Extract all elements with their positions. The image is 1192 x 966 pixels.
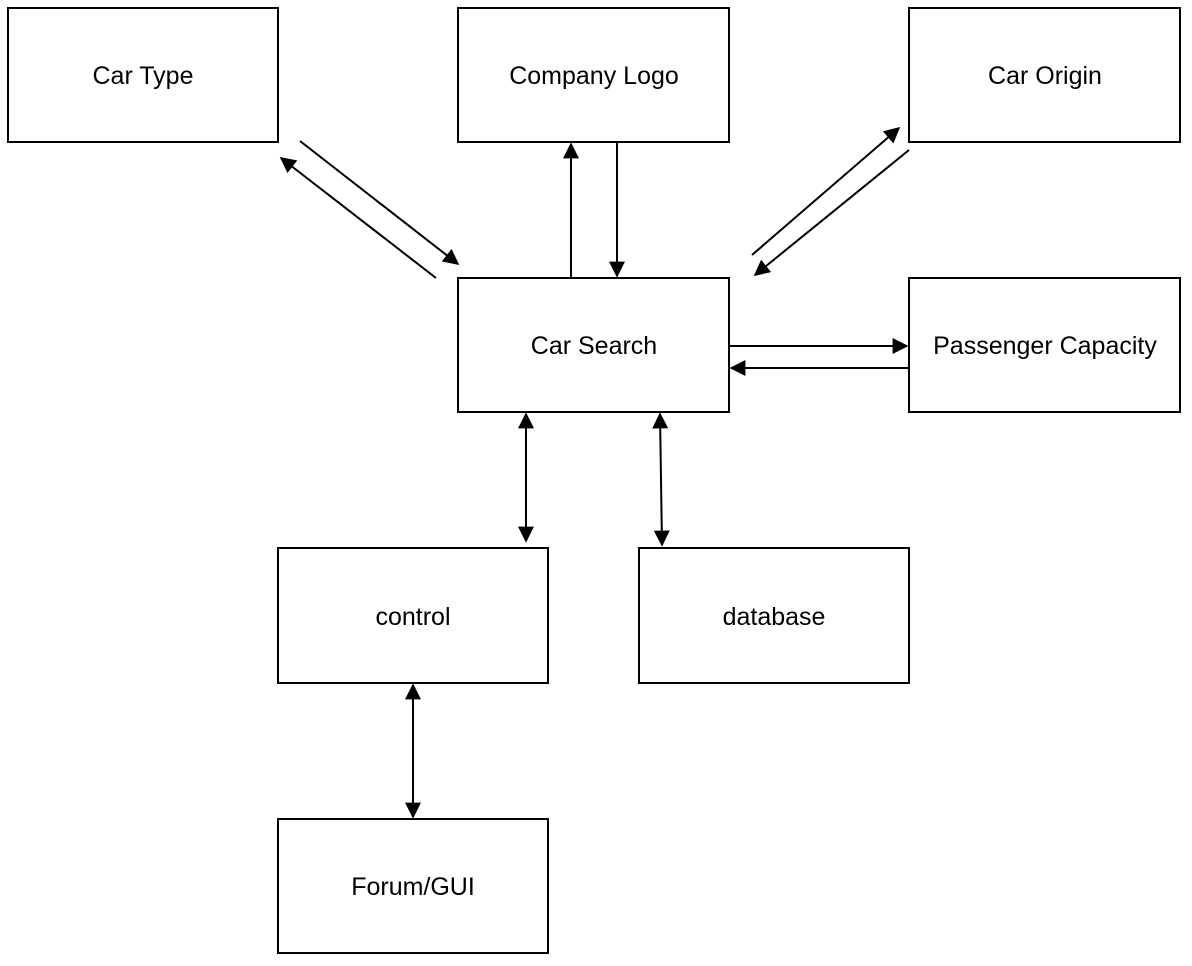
node-car-origin-label: Car Origin	[988, 62, 1102, 90]
node-passenger-capacity: Passenger Capacity	[908, 277, 1181, 413]
arrow-car-type-to-car-search	[299, 140, 460, 265]
arrow-car-search-to-car-type	[279, 157, 437, 279]
arrow-car-origin-to-car-search	[753, 149, 910, 277]
node-car-search: Car Search	[457, 277, 730, 413]
node-car-origin: Car Origin	[908, 7, 1181, 143]
node-car-type: Car Type	[7, 7, 279, 143]
node-database: database	[638, 547, 910, 684]
node-database-label: database	[723, 603, 826, 631]
node-company-logo: Company Logo	[457, 7, 730, 143]
arrow-car-search-database	[652, 412, 670, 547]
arrow-car-search-to-car-origin	[751, 126, 901, 256]
node-company-logo-label: Company Logo	[509, 62, 679, 90]
node-car-type-label: Car Type	[93, 62, 194, 90]
node-forum-gui: Forum/GUI	[277, 818, 549, 954]
node-control: control	[277, 547, 549, 684]
node-car-search-label: Car Search	[531, 332, 657, 360]
node-forum-gui-label: Forum/GUI	[351, 873, 475, 901]
node-control-label: control	[375, 603, 450, 631]
node-passenger-capacity-label: Passenger Capacity	[933, 332, 1157, 360]
